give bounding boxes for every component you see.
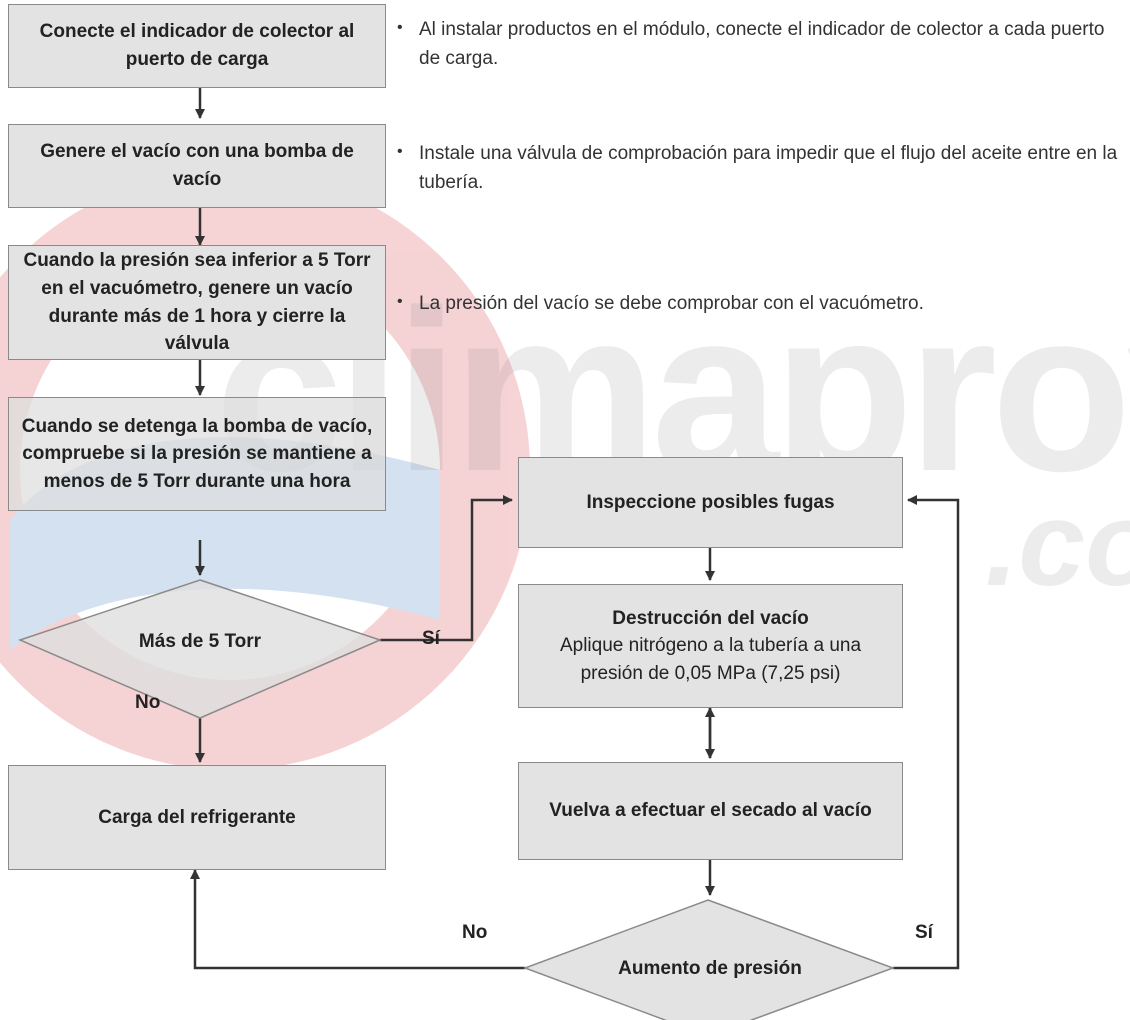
- step-redry-vacuum-text: Vuelva a efectuar el secado al vacío: [549, 800, 872, 822]
- step-inspect-leaks: Inspeccione posibles fugas: [518, 457, 903, 548]
- decision-pressure-rise-label: Aumento de presión: [618, 958, 802, 979]
- decision-more-than-5: Más de 5 Torr: [80, 624, 320, 660]
- edge-label-no-2: No: [462, 922, 488, 943]
- note-connect-gauge: Al instalar productos en el módulo, cone…: [397, 16, 1127, 73]
- step-vacuum-destruction-title: Destrucción del vacío: [612, 607, 809, 629]
- note-check-valve-text: Instale una válvula de comprobación para…: [419, 143, 1118, 193]
- step-pressure-low: Cuando la presión sea inferior a 5 Torr …: [8, 245, 386, 360]
- edge-label-yes-2: Sí: [915, 922, 933, 943]
- step-refrigerant-charge-text: Carga del refrigerante: [98, 806, 296, 828]
- step-connect-gauge: Conecte el indicador de colector al puer…: [8, 4, 386, 88]
- step-pressure-low-text: Cuando la presión sea inferior a 5 Torr …: [23, 250, 371, 355]
- step-pump-stop-text: Cuando se detenga la bomba de vacío, com…: [21, 415, 373, 492]
- arrow-rise-yes-to-inspect: [893, 495, 960, 970]
- arrow-rise-no-to-charge-path: [190, 869, 525, 970]
- decision-pressure-rise-diamond: [522, 899, 896, 1020]
- step-vacuum-destruction-body: Aplique nitrógeno a la tubería a una pre…: [559, 635, 862, 684]
- step-inspect-leaks-text: Inspeccione posibles fugas: [586, 491, 835, 513]
- note-vacuum-gauge-text: La presión del vacío se debe comprobar c…: [419, 293, 924, 314]
- step-vacuum-destruction: Destrucción del vacío Aplique nitrógeno …: [518, 584, 903, 708]
- decision-pressure-rise: Aumento de presión: [590, 951, 830, 987]
- step-vacuum-pump: Genere el vacío con una bomba de vacío: [8, 124, 386, 208]
- step-redry-vacuum: Vuelva a efectuar el secado al vacío: [518, 762, 903, 860]
- note-connect-gauge-text: Al instalar productos en el módulo, cone…: [419, 19, 1105, 69]
- note-check-valve: Instale una válvula de comprobación para…: [397, 140, 1127, 197]
- step-pump-stop: Cuando se detenga la bomba de vacío, com…: [8, 397, 386, 511]
- svg-text:.co: .co: [985, 477, 1130, 611]
- step-refrigerant-charge: Carga del refrigerante: [8, 765, 386, 870]
- edge-label-yes-1: Sí: [422, 628, 440, 649]
- step-connect-gauge-text: Conecte el indicador de colector al puer…: [39, 21, 355, 70]
- decision-more-than-5-label: Más de 5 Torr: [138, 631, 262, 652]
- arrow-decision-yes-to-inspect: [380, 495, 513, 642]
- step-vacuum-pump-text: Genere el vacío con una bomba de vacío: [40, 141, 354, 190]
- decision-more-than-5-diamond: [17, 579, 383, 719]
- note-vacuum-gauge: La presión del vacío se debe comprobar c…: [397, 290, 1127, 319]
- edge-label-no-1: No: [135, 692, 161, 713]
